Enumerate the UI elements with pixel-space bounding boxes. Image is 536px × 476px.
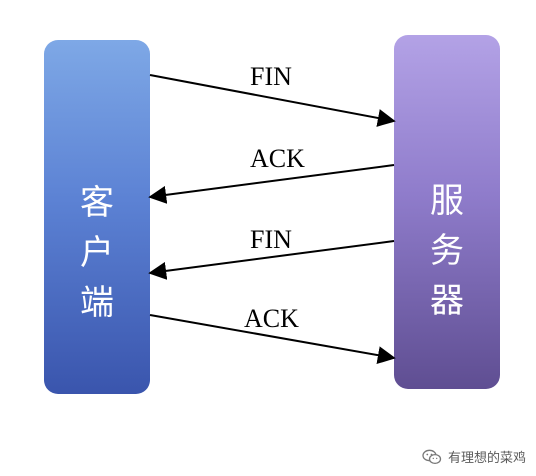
watermark: 有理想的菜鸡	[422, 447, 526, 466]
wechat-icon	[422, 449, 442, 464]
client-label-char: 端	[80, 283, 114, 323]
message-label: FIN	[250, 225, 292, 254]
ack-arrow-1	[148, 164, 395, 204]
server-label-char: 器	[430, 281, 464, 321]
ack-arrow-2	[149, 314, 396, 365]
message-label: FIN	[250, 62, 292, 91]
server-label-char: 服	[430, 181, 464, 221]
server-label: 服 务 器	[394, 176, 500, 326]
client-box: 客 户 端	[44, 40, 150, 394]
watermark-text: 有理想的菜鸡	[447, 451, 526, 466]
fin-arrow-2	[148, 240, 395, 280]
client-label-char: 客	[80, 183, 114, 223]
message-label: ACK	[244, 304, 299, 333]
client-label-char: 户	[80, 233, 114, 273]
message-label: ACK	[250, 144, 305, 173]
client-label: 客 户 端	[44, 178, 150, 328]
server-label-char: 务	[430, 231, 464, 271]
fin-arrow-1	[149, 74, 396, 127]
server-box: 服 务 器	[394, 35, 500, 389]
